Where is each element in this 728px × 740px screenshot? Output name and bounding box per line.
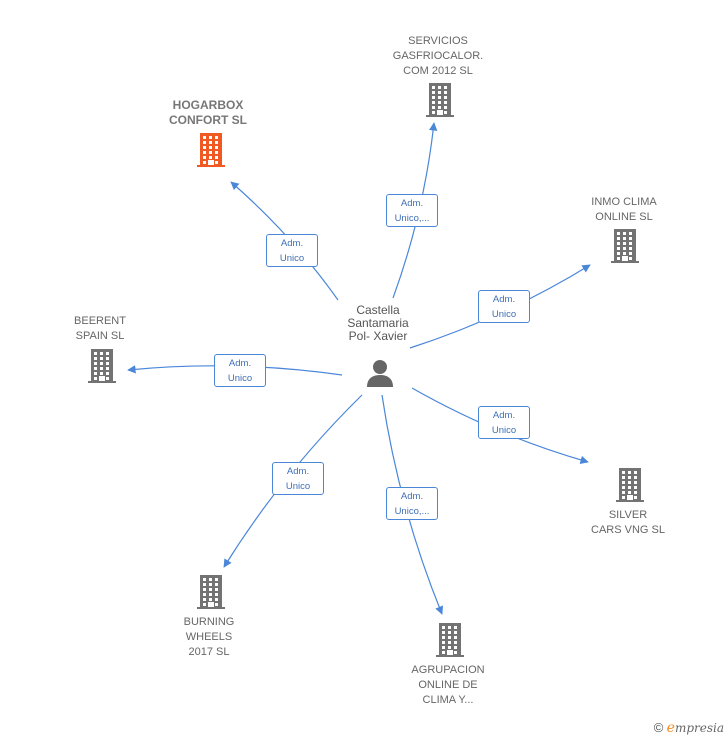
edge-label-servicios[interactable]: Adm. Unico,...	[386, 194, 438, 227]
center-person-name[interactable]: Castella Santamaria Pol- Xavier	[347, 303, 409, 343]
copyright-icon: ©	[653, 720, 664, 735]
building-icon[interactable]	[197, 575, 225, 609]
person-icon[interactable]	[365, 358, 395, 388]
edge-label-silver[interactable]: Adm. Unico	[478, 406, 530, 439]
building-icon[interactable]	[88, 349, 116, 383]
building-icon[interactable]	[426, 83, 454, 117]
brand-logo-text: mpresia	[674, 721, 724, 735]
company-name-burning[interactable]: BURNING WHEELS 2017 SL	[183, 616, 235, 658]
company-name-hogarbox[interactable]: HOGARBOX CONFORT SL	[169, 98, 247, 127]
company-name-beerent[interactable]: BEERENT SPAIN SL	[74, 315, 126, 342]
brand-footer: © empresia	[654, 720, 724, 736]
edge-label-burning[interactable]: Adm. Unico	[272, 462, 324, 495]
building-icon[interactable]	[197, 133, 225, 167]
building-icon[interactable]	[616, 468, 644, 502]
edge-label-agrupacion[interactable]: Adm. Unico,...	[386, 487, 438, 520]
edge-label-hogarbox[interactable]: Adm. Unico	[266, 234, 318, 267]
brand-logo-initial: e	[666, 720, 675, 736]
edge-label-beerent[interactable]: Adm. Unico	[214, 354, 266, 387]
edge-label-inmo[interactable]: Adm. Unico	[478, 290, 530, 323]
company-name-silver[interactable]: SILVER CARS VNG SL	[591, 509, 665, 536]
building-icon[interactable]	[436, 623, 464, 657]
company-name-servicios[interactable]: SERVICIOS GASFRIOCALOR. COM 2012 SL	[392, 35, 484, 77]
company-name-agrupacion[interactable]: AGRUPACION ONLINE DE CLIMA Y...	[411, 664, 485, 706]
building-icon[interactable]	[611, 229, 639, 263]
company-name-inmo[interactable]: INMO CLIMA ONLINE SL	[591, 196, 657, 223]
